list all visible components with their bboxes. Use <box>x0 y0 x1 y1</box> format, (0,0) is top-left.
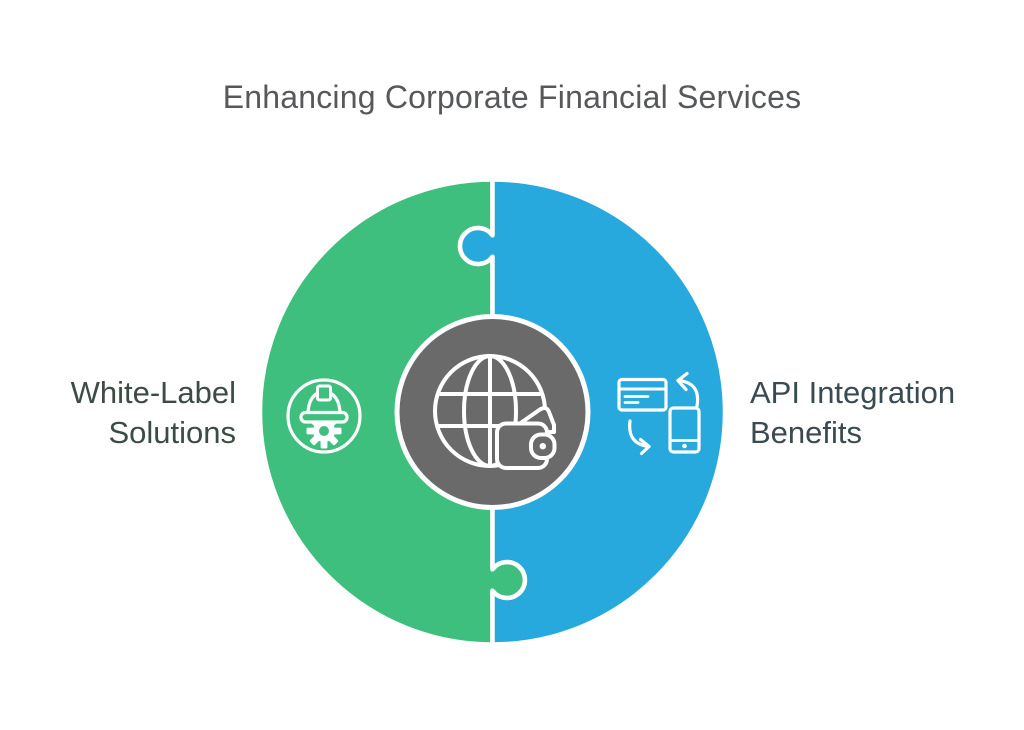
hard-hat-icon <box>299 384 349 424</box>
right-label-line1: API Integration <box>750 375 956 410</box>
center-circle <box>394 314 591 510</box>
puzzle-piece-right <box>457 177 728 647</box>
hard-hat-crest <box>316 384 332 402</box>
hard-hat-brim <box>299 410 349 424</box>
right-segment-label: API Integration Benefits <box>750 373 955 453</box>
globe-wallet-icon <box>394 314 591 510</box>
curved-arrow-up-icon <box>676 371 700 408</box>
left-label-line1: White-Label <box>70 375 236 410</box>
page-title: Enhancing Corporate Financial Services <box>222 79 802 115</box>
smartphone-icon <box>668 406 701 454</box>
badge-ring <box>286 378 362 454</box>
gear-hole <box>319 426 329 436</box>
wallet-clasp-dot <box>539 443 546 450</box>
credit-card-icon <box>617 377 668 412</box>
right-label-line2: Benefits <box>750 415 863 450</box>
curved-arrow-down-icon <box>628 419 651 456</box>
wallet-icon <box>495 405 557 470</box>
left-label-line2: Solutions <box>108 415 236 450</box>
hard-hat-gear-icon <box>286 378 362 454</box>
card-phone-sync-icon <box>617 371 701 456</box>
left-segment-label: White-Label Solutions <box>71 373 236 453</box>
